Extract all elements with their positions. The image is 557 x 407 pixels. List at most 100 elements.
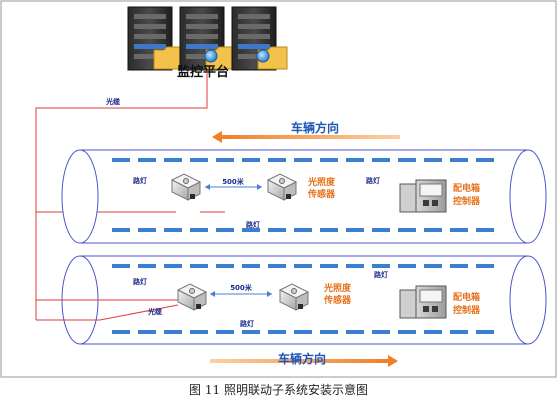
street-lamp xyxy=(372,264,390,268)
street-lamp xyxy=(164,330,182,334)
tunnel-exit xyxy=(509,255,547,345)
fiber-label: 光缆 xyxy=(105,97,120,106)
distribution-cabinet-icon xyxy=(399,285,447,319)
street-lamp xyxy=(190,228,208,232)
street-lamp xyxy=(398,330,416,334)
globe-icon xyxy=(256,49,270,63)
street-lamp xyxy=(112,158,130,162)
street-lamp xyxy=(320,330,338,334)
street-lamp xyxy=(268,330,286,334)
monitoring-platform: 监控平台 xyxy=(127,6,288,80)
street-lamp xyxy=(294,264,312,268)
figure-caption: 图 11 照明联动子系统安装示意图 xyxy=(189,383,368,397)
sensor-label-line1: 光照度 xyxy=(323,282,352,294)
street-lamp xyxy=(138,264,156,268)
street-lamp xyxy=(346,158,364,162)
street-light-label: 路灯 xyxy=(374,270,388,279)
street-lamp xyxy=(398,264,416,268)
direction-label: 车辆方向 xyxy=(291,120,339,135)
street-lamp xyxy=(242,228,260,232)
street-lamp xyxy=(138,330,156,334)
street-lamp xyxy=(424,330,442,334)
street-lamp xyxy=(424,264,442,268)
bottom-tunnel: 路灯 路灯 路灯 光缆 500米 光照度 传感器 xyxy=(36,255,547,367)
fiber-label: 光缆 xyxy=(147,307,162,316)
street-lamp xyxy=(450,158,468,162)
street-lamp xyxy=(268,228,286,232)
street-lamp xyxy=(398,158,416,162)
street-lamp xyxy=(138,228,156,232)
street-light-label: 路灯 xyxy=(133,277,147,286)
street-lamp xyxy=(424,228,442,232)
street-lamp xyxy=(268,158,286,162)
distribution-cabinet-icon xyxy=(399,179,447,213)
lamp-row-bottom xyxy=(112,330,494,334)
lamp-row-top xyxy=(112,264,494,268)
light-sensor-icon xyxy=(278,283,310,311)
street-lamp xyxy=(320,264,338,268)
cabinet-label-line1: 配电箱 xyxy=(453,182,480,194)
street-lamp xyxy=(242,264,260,268)
street-lamp xyxy=(372,158,390,162)
street-lamp xyxy=(476,264,494,268)
direction-label: 车辆方向 xyxy=(278,351,326,366)
street-lamp xyxy=(450,264,468,268)
street-lamp xyxy=(190,158,208,162)
street-lamp xyxy=(190,330,208,334)
street-lamp xyxy=(346,264,364,268)
figure-frame xyxy=(0,0,557,378)
street-lamp xyxy=(372,330,390,334)
distance-label: 500米 xyxy=(222,177,245,186)
street-lamp xyxy=(164,158,182,162)
street-lamp xyxy=(294,330,312,334)
sensor-label-line2: 传感器 xyxy=(323,294,352,306)
tunnel-exit xyxy=(509,149,547,244)
street-lamp xyxy=(476,228,494,232)
street-lamp xyxy=(216,330,234,334)
light-sensor-icon xyxy=(266,173,298,201)
street-light-label: 路灯 xyxy=(240,319,254,328)
light-sensor-icon xyxy=(176,283,208,311)
street-lamp xyxy=(320,228,338,232)
top-tunnel: 车辆方向 路灯 路灯 路灯 500米 xyxy=(61,120,547,244)
globe-icon xyxy=(204,49,218,63)
street-lamp xyxy=(112,228,130,232)
street-lamp xyxy=(320,158,338,162)
cabinet-label-line2: 控制器 xyxy=(453,195,481,207)
street-lamp xyxy=(268,264,286,268)
distance-label: 500米 xyxy=(230,283,253,292)
street-lamp xyxy=(242,158,260,162)
street-lamp xyxy=(294,158,312,162)
street-lamp xyxy=(164,228,182,232)
street-lamp xyxy=(476,330,494,334)
platform-label: 监控平台 xyxy=(177,64,229,80)
street-lamp xyxy=(450,330,468,334)
cabinet-label-line1: 配电箱 xyxy=(453,291,480,303)
street-lamp xyxy=(242,330,260,334)
street-light-label: 路灯 xyxy=(366,176,380,185)
sensor-label-line1: 光照度 xyxy=(307,176,336,188)
street-lamp xyxy=(164,264,182,268)
street-lamp xyxy=(138,158,156,162)
tunnel-entrance xyxy=(61,149,99,244)
street-lamp xyxy=(216,264,234,268)
street-lamp xyxy=(476,158,494,162)
street-lamp xyxy=(216,158,234,162)
light-sensor-icon xyxy=(170,173,202,201)
street-light-label: 路灯 xyxy=(246,220,260,229)
direction-arrow-left-icon xyxy=(212,131,400,143)
direction-arrow-right-icon xyxy=(210,355,398,367)
street-lamp xyxy=(112,330,130,334)
lamp-row-bottom xyxy=(112,228,494,232)
lamp-row-top xyxy=(112,158,494,162)
street-lamp xyxy=(346,330,364,334)
street-lamp xyxy=(216,228,234,232)
street-lamp xyxy=(294,228,312,232)
street-lamp xyxy=(424,158,442,162)
street-light-label: 路灯 xyxy=(133,176,147,185)
street-lamp xyxy=(190,264,208,268)
sensor-label-line2: 传感器 xyxy=(307,188,336,200)
street-lamp xyxy=(450,228,468,232)
street-lamp xyxy=(346,228,364,232)
